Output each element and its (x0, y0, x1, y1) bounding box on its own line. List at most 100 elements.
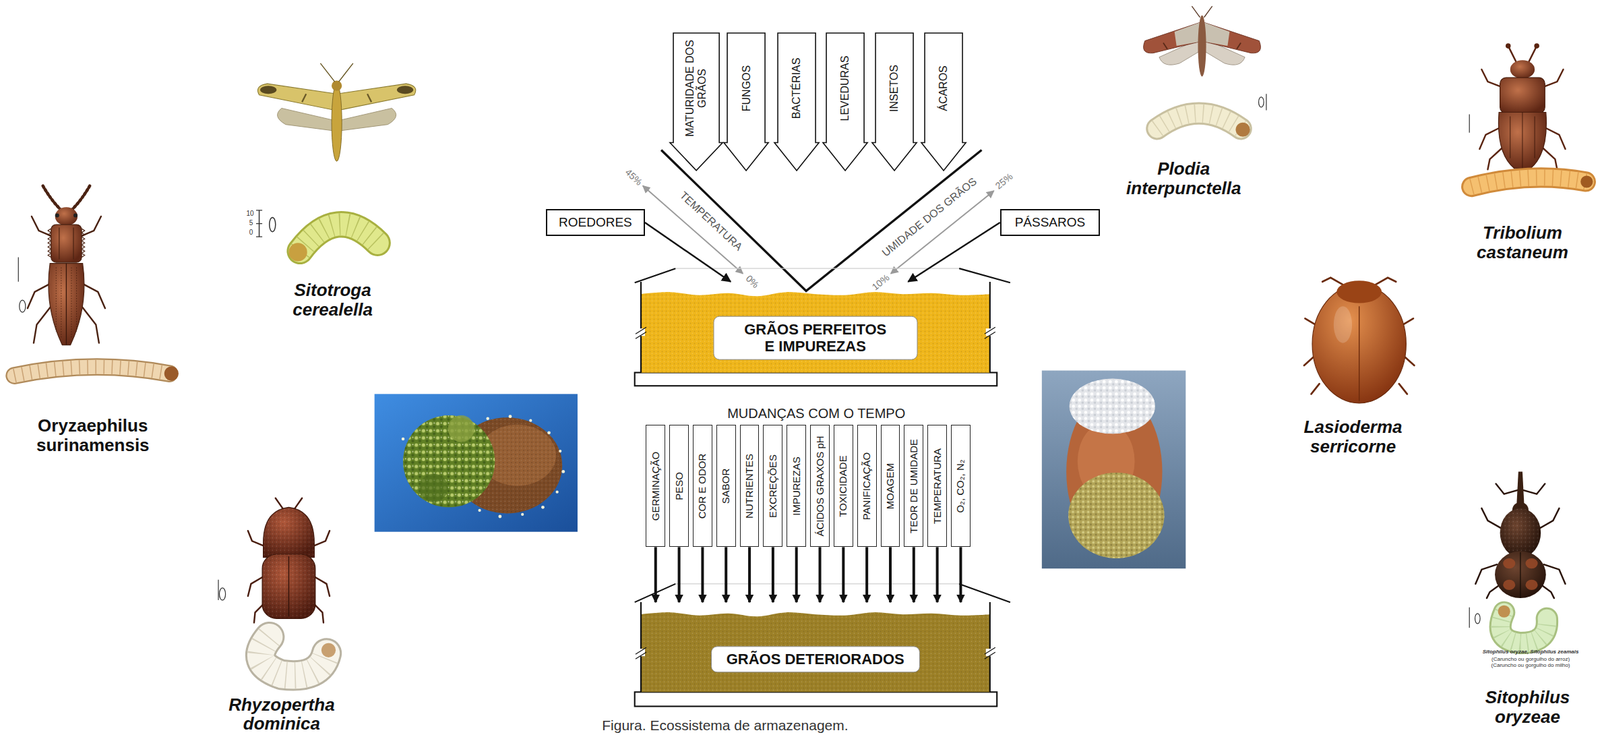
tribolium-larva (1471, 177, 1586, 187)
sitotroga-moth (257, 63, 416, 162)
silo-roof (675, 268, 960, 269)
grain-texture (640, 291, 991, 373)
sitotroga-moth (257, 83, 337, 110)
node-label: MATURIDADE DOS GRÃOS (684, 37, 710, 139)
rhyzopertha-beetle (314, 576, 330, 596)
plodia-moth (1143, 22, 1201, 54)
sitophilus-weevil (1469, 471, 1565, 628)
text-column: ÁCAROS (937, 37, 950, 139)
sitophilus-weevil (1475, 613, 1481, 624)
lasioderma-beetle (1311, 383, 1320, 394)
node-label: PÁSSAROS (1014, 215, 1086, 230)
tribolium-beetle (1498, 112, 1547, 169)
text-column: TEMPERATURA (931, 447, 943, 523)
oryzaephilus-beetle (43, 186, 62, 211)
text-column: PANIFICAÇÃO (861, 451, 873, 520)
percent-label: 10% (870, 272, 891, 294)
sitophilus-weevil (1502, 558, 1516, 569)
node-label: NUTRIENTES (743, 453, 755, 519)
mold-photo (477, 508, 481, 512)
change-box: NUTRIENTES (740, 424, 760, 548)
oryzaephilus-beetle (33, 305, 52, 343)
sitotroga-larva (288, 242, 307, 261)
plodia-moth (1191, 6, 1212, 18)
rhyzopertha-beetle (218, 498, 330, 623)
node-label: INSETOS (888, 37, 901, 139)
text-column: NUTRIENTES (743, 453, 755, 519)
sitophilus-weevil (1525, 558, 1538, 569)
grain-photo (1069, 378, 1156, 435)
node-label: TOXICIDADE (837, 454, 850, 517)
flow-arrow (795, 546, 798, 602)
text-column: GERMINAÇÃO (649, 450, 662, 521)
agent-box: PÁSSAROS (1000, 208, 1100, 236)
plodia-moth (1174, 22, 1201, 46)
lasioderma-beetle (1304, 318, 1315, 325)
wall-break (635, 326, 647, 339)
node-label: EXCREÇÕES (766, 453, 779, 517)
node-label: ÁCIDOS GRAXOS pH (814, 435, 826, 536)
change-box: TEOR DE UMIDADE (903, 424, 924, 548)
storage-funnel (661, 150, 982, 292)
wall-break (984, 326, 996, 339)
text-column: EXCREÇÕES (766, 453, 779, 517)
species-note: (Caruncho ou gorgulho do arroz) (1491, 656, 1570, 663)
text-column: TOXICIDADE (837, 454, 850, 517)
oryzaephilus-beetle (82, 283, 106, 309)
change-box: SABOR (716, 424, 736, 548)
scale-number: 0 (249, 227, 254, 236)
flow-arrow (912, 546, 916, 602)
sitotroga-moth (257, 83, 337, 131)
sitophilus-weevil (1481, 508, 1502, 529)
oryzaephilus-beetle (19, 299, 26, 313)
grain-photo (1041, 370, 1186, 569)
mold-photo (520, 512, 524, 516)
sitotroga-larva (269, 217, 276, 232)
flow-arrow (888, 546, 892, 602)
oryzaephilus-larva (14, 366, 170, 376)
percent-label: 45% (623, 167, 645, 188)
change-box: IMPUREZAS (786, 424, 807, 548)
species-name: Lasioderma serricorne (1304, 417, 1403, 456)
species-note: Sitophilus oryzae, Sitophilus zeamais (1482, 649, 1580, 656)
sitophilus-weevil (1494, 550, 1547, 598)
plodia-larva (1157, 113, 1241, 129)
agent-box: ROEDORES (545, 208, 645, 236)
mold-photo (403, 415, 495, 507)
sitophilus-larva (1498, 605, 1511, 618)
node-label: MOAGEM (884, 462, 896, 509)
text-column: INSETOS (888, 37, 901, 139)
mold-photo (374, 393, 578, 532)
bin-label: GRÃOS PERFEITOS E IMPUREZAS (740, 320, 890, 356)
silo-roof (634, 691, 997, 706)
change-box: COR E ODOR (692, 424, 713, 548)
tribolium-beetle (1479, 127, 1500, 149)
sitotroga-larva (299, 224, 378, 252)
tribolium-larva (1580, 175, 1593, 188)
arrow-outline (723, 33, 769, 171)
sitotroga-moth (260, 85, 277, 94)
tribolium-beetle (1479, 45, 1565, 170)
sitophilus-weevil (1525, 579, 1538, 590)
node-label: SABOR (720, 467, 732, 504)
change-box: MOAGEM (880, 424, 901, 548)
text-column: ÁCIDOS GRAXOS pH (814, 435, 826, 536)
plodia-larva (1157, 113, 1241, 129)
lasioderma-beetle (1358, 305, 1360, 402)
lasioderma-beetle (1333, 305, 1352, 343)
flow-arrow (654, 546, 658, 602)
rhyzopertha-beetle (219, 587, 226, 600)
silo-roof (634, 268, 1011, 706)
change-box: EXCREÇÕES (762, 424, 783, 548)
rhyzopertha-larva (260, 636, 327, 676)
rhyzopertha-beetle (217, 579, 219, 600)
oryzaephilus-beetle (47, 228, 85, 257)
silo-roof (675, 582, 960, 584)
flow-arrow (936, 546, 939, 602)
flow-arrow (959, 546, 962, 602)
sitophilus-larva (1500, 611, 1547, 643)
oryzaephilus-beetle (71, 186, 90, 211)
flow-arrow (841, 546, 845, 602)
oryzaephilus-beetle (55, 206, 78, 226)
